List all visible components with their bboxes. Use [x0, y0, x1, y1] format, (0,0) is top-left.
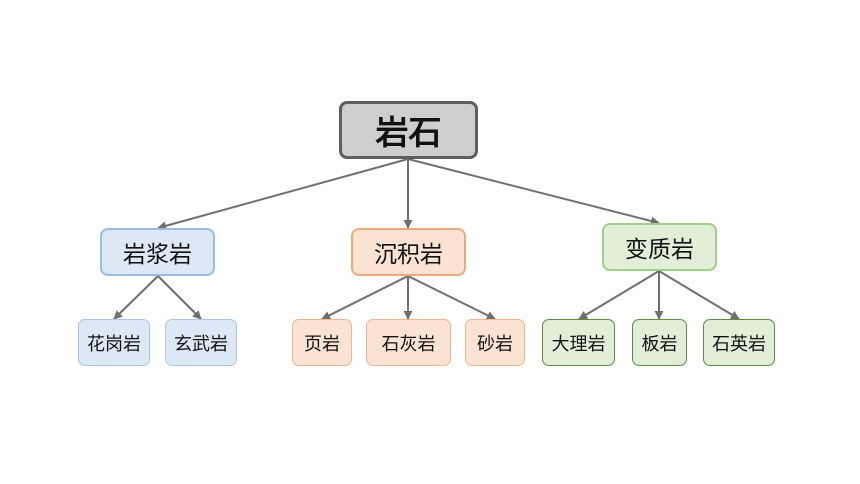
edge-metamorphic-to-marble — [578, 270, 660, 320]
node-sedimentary-rock: 沉积岩 — [351, 228, 466, 276]
edge-sedimentary-to-shale — [321, 275, 409, 320]
edge-metamorphic-to-quartzite — [658, 270, 740, 320]
node-marble: 大理岩 — [542, 319, 615, 366]
node-sandstone: 砂岩 — [465, 319, 525, 366]
node-basalt: 玄武岩 — [165, 319, 237, 366]
node-granite: 花岗岩 — [78, 319, 150, 366]
edge-rock-to-metamorphic — [407, 158, 660, 226]
edge-rock-to-igneous — [157, 158, 409, 231]
node-limestone: 石灰岩 — [366, 319, 451, 366]
edge-sedimentary-to-sandstone — [407, 275, 496, 320]
edge-igneous-to-granite — [113, 275, 159, 320]
node-rock: 岩石 — [339, 101, 478, 159]
node-quartzite: 石英岩 — [703, 319, 775, 366]
edge-igneous-to-basalt — [157, 275, 202, 320]
node-slate: 板岩 — [632, 319, 687, 366]
node-shale: 页岩 — [292, 319, 352, 366]
node-igneous-rock: 岩浆岩 — [100, 228, 215, 276]
node-metamorphic-rock: 变质岩 — [602, 223, 717, 271]
